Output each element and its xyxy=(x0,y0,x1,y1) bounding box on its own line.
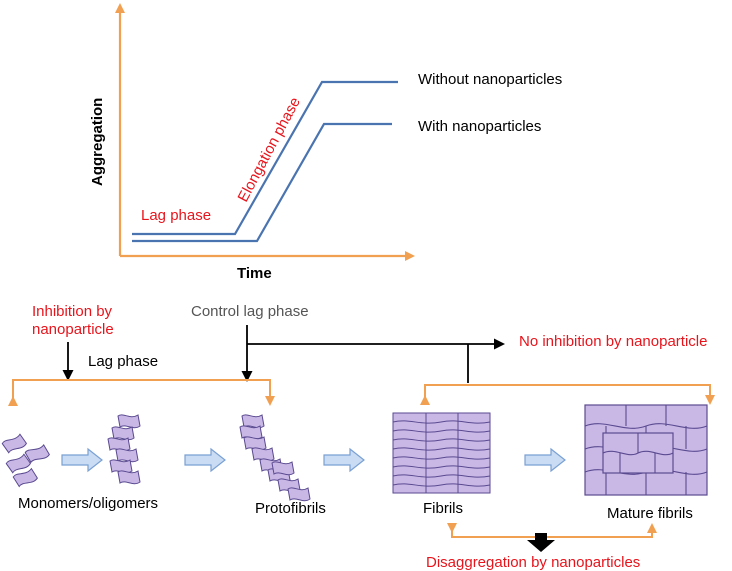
lag-phase-bracket-label: Lag phase xyxy=(88,353,158,370)
stage-label-mature-fibrils: Mature fibrils xyxy=(607,505,693,522)
x-axis-label: Time xyxy=(237,265,272,282)
curve-top-label: Without nanoparticles xyxy=(418,71,562,88)
elongation-phase-label: Elongation phase xyxy=(235,95,304,205)
no-inhibition-label: No inhibition by nanoparticle xyxy=(519,333,707,350)
aggregation-graph: Aggregation Time Lag phase Elongation ph… xyxy=(89,3,562,282)
stage-arrow-3 xyxy=(323,448,365,472)
curve-with-nanoparticles xyxy=(132,122,392,243)
protofibrils-illustration xyxy=(239,414,311,502)
stage-arrow-4 xyxy=(524,448,566,472)
oligomers-illustration xyxy=(107,414,141,485)
control-lag-phase-label: Control lag phase xyxy=(191,303,309,320)
lag-phase-label: Lag phase xyxy=(141,207,211,224)
curve-without-nanoparticles xyxy=(132,80,398,236)
disaggregation-label: Disaggregation by nanoparticles xyxy=(426,554,640,571)
disaggregation-arrow xyxy=(527,533,555,552)
stage-label-fibrils: Fibrils xyxy=(423,500,463,517)
stage-arrow-2 xyxy=(184,448,226,472)
pathway-annotations: Inhibition by nanoparticle Control lag p… xyxy=(8,303,715,571)
stage-arrow-1 xyxy=(61,448,103,472)
inhibition-label-line1: Inhibition by xyxy=(32,303,113,320)
y-axis-label: Aggregation xyxy=(89,98,106,186)
disaggregation-bracket xyxy=(447,523,657,538)
elongation-bracket xyxy=(420,384,715,405)
fibrils-illustration xyxy=(392,412,491,494)
stage-label-monomers: Monomers/oligomers xyxy=(18,495,158,512)
mature-fibrils-illustration xyxy=(584,404,708,496)
curve-bottom-label: With nanoparticles xyxy=(418,118,541,135)
stage-label-protofibrils: Protofibrils xyxy=(255,500,326,517)
inhibition-label-line2: nanoparticle xyxy=(32,321,114,338)
lag-phase-bracket xyxy=(8,379,275,406)
monomers-illustration xyxy=(1,432,51,489)
